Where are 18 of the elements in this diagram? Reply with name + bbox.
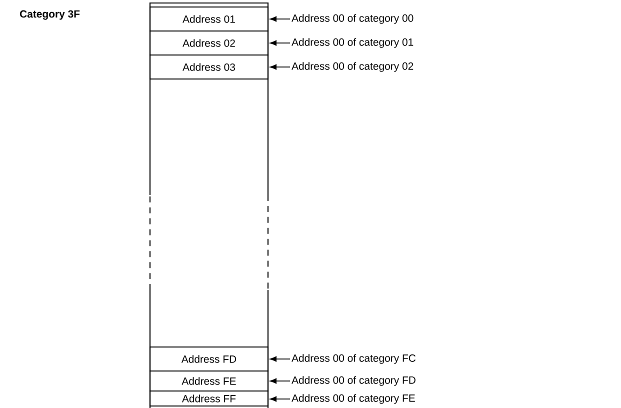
arrow <box>270 40 290 46</box>
arrow <box>270 396 290 402</box>
pointer-label: Address 00 of category FD <box>292 376 416 386</box>
pointer-label: Address 00 of category FE <box>292 394 415 404</box>
address-cell: Address 02 <box>149 30 269 56</box>
arrow <box>270 356 290 362</box>
pointer-label: Address 00 of category FC <box>292 354 416 364</box>
arrow <box>270 16 290 22</box>
arrow <box>270 64 290 70</box>
pointer-label: Address 00 of category 00 <box>292 14 414 24</box>
pointer-label: Address 00 of category 01 <box>292 38 414 48</box>
address-cell: Address FF <box>149 390 269 407</box>
pointer-label: Address 00 of category 02 <box>292 62 414 72</box>
arrow <box>270 378 290 384</box>
address-cell: Address 01 <box>149 6 269 32</box>
address-cell: Address 03 <box>149 54 269 80</box>
address-cell: Address FE <box>149 370 269 392</box>
address-cell: Address FD <box>149 346 269 372</box>
